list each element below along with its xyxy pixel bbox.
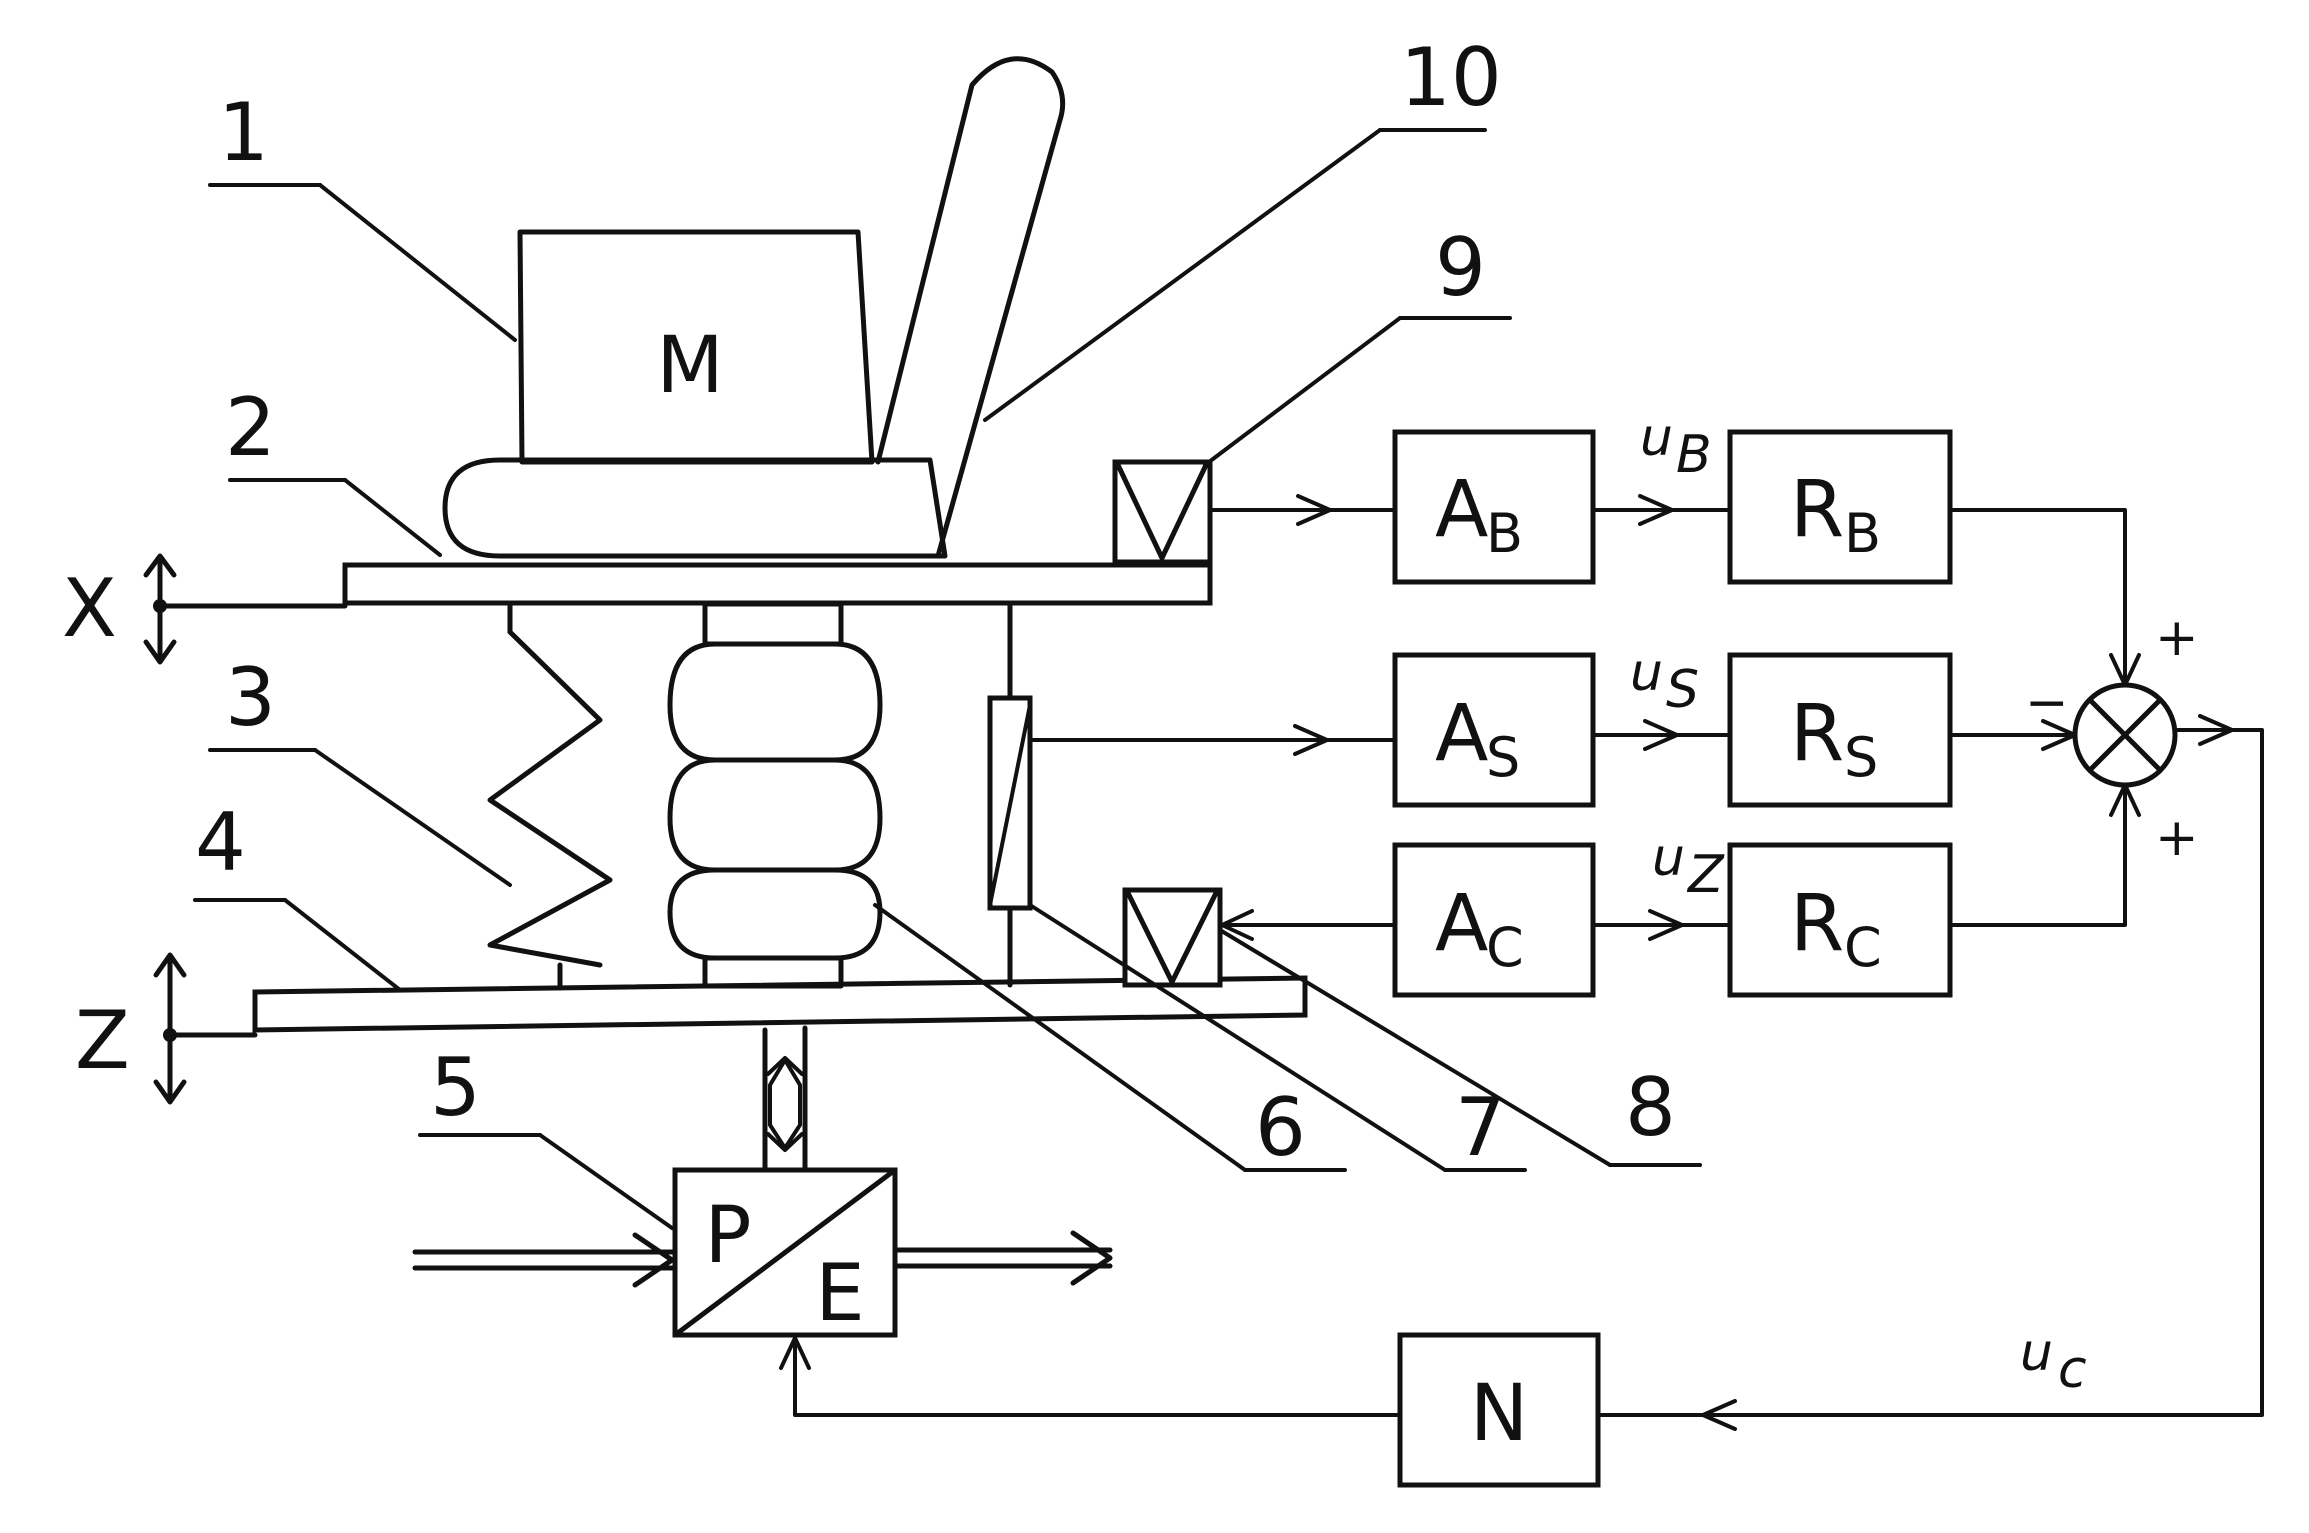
signal-wires [779, 494, 2264, 1431]
callout-2-label: 2 [225, 381, 276, 474]
callout-9-label: 9 [1435, 221, 1486, 314]
displacement-sensor [987, 601, 1033, 988]
callout-4-label: 4 [195, 796, 246, 889]
pe-converter: P E [672, 1167, 898, 1339]
amplifier-ab: A B [1392, 429, 1596, 585]
amplifier-ac-sub: C [1486, 916, 1524, 979]
callout-1: 1 [208, 86, 517, 342]
regulator-rc-label: R [1790, 879, 1844, 969]
callout-4: 4 [193, 796, 402, 992]
nonlinear-block-label: N [1470, 1369, 1528, 1459]
signal-uz-label: u [1652, 828, 1685, 888]
accelerometer-upper [1112, 459, 1213, 565]
regulator-rc-sub: C [1844, 916, 1882, 979]
callout-7-label: 7 [1455, 1081, 1506, 1174]
amplifier-ab-label: A [1435, 465, 1488, 555]
signal-us-sub: S [1666, 660, 1699, 720]
callout-6-label: 6 [1255, 1081, 1306, 1174]
signal-ub-label: u [1640, 408, 1673, 468]
callout-9: 9 [1203, 221, 1512, 467]
exhaust-arrow [892, 1230, 1113, 1286]
converter-output-label: E [815, 1249, 864, 1339]
spring [487, 601, 613, 991]
callout-8-label: 8 [1625, 1061, 1676, 1154]
callout-3: 3 [208, 651, 512, 887]
callout-8: 8 [1218, 928, 1702, 1167]
air-bellows [667, 601, 883, 989]
callout-2: 2 [225, 381, 442, 557]
callout-5: 5 [418, 1041, 674, 1230]
signal-us-label: u [1630, 643, 1663, 703]
x-axis-indicator: X [62, 553, 348, 665]
z-axis-indicator: Z [75, 952, 258, 1105]
upper-platform [342, 562, 1213, 606]
regulator-rb-label: R [1790, 465, 1844, 555]
summing-junction: + − + [2025, 608, 2199, 868]
summer-top-sign: + [2155, 608, 2199, 668]
amplifier-as: A S [1392, 652, 1596, 808]
amplifier-ac-label: A [1435, 879, 1488, 969]
mass-block: M [517, 229, 875, 465]
signal-uc-sub: c [2058, 1340, 2087, 1400]
regulator-rc: R C [1727, 842, 1953, 998]
amplifier-as-sub: S [1486, 726, 1520, 789]
callout-1-label: 1 [218, 86, 269, 179]
signal-uz-sub: Z [1686, 845, 1725, 905]
amplifier-ac: A C [1392, 842, 1596, 998]
callout-5-label: 5 [430, 1041, 481, 1134]
x-axis-label: X [62, 562, 117, 655]
callout-10-label: 10 [1400, 31, 1502, 124]
converter-input-label: P [704, 1191, 751, 1281]
nonlinear-block: N [1397, 1332, 1601, 1488]
seat-cushion [442, 457, 948, 559]
supply-arrow [412, 1232, 675, 1288]
amplifier-ab-sub: B [1486, 502, 1523, 565]
callout-6: 6 [873, 903, 1347, 1174]
regulator-rb: R B [1727, 429, 1953, 585]
seat-backrest [875, 56, 1066, 559]
signal-ub-sub: B [1676, 425, 1712, 485]
lower-platform [252, 975, 1308, 1033]
actuator-rod [762, 1025, 808, 1173]
callout-10: 10 [983, 31, 1502, 422]
callout-3-label: 3 [225, 651, 276, 744]
z-axis-label: Z [75, 994, 130, 1087]
signal-uc-label: u [2020, 1323, 2053, 1383]
accelerometer-lower [1122, 887, 1223, 988]
mass-label: M [656, 321, 723, 411]
regulator-rs: R S [1727, 652, 1953, 808]
signal-labels: u B u S u Z u c [1630, 408, 2087, 1400]
regulator-rb-sub: B [1844, 502, 1881, 565]
regulator-rs-label: R [1790, 689, 1844, 779]
summer-bottom-sign: + [2155, 808, 2199, 868]
amplifier-as-label: A [1435, 689, 1488, 779]
callout-7: 7 [1028, 903, 1527, 1174]
regulator-rs-sub: S [1844, 726, 1878, 789]
